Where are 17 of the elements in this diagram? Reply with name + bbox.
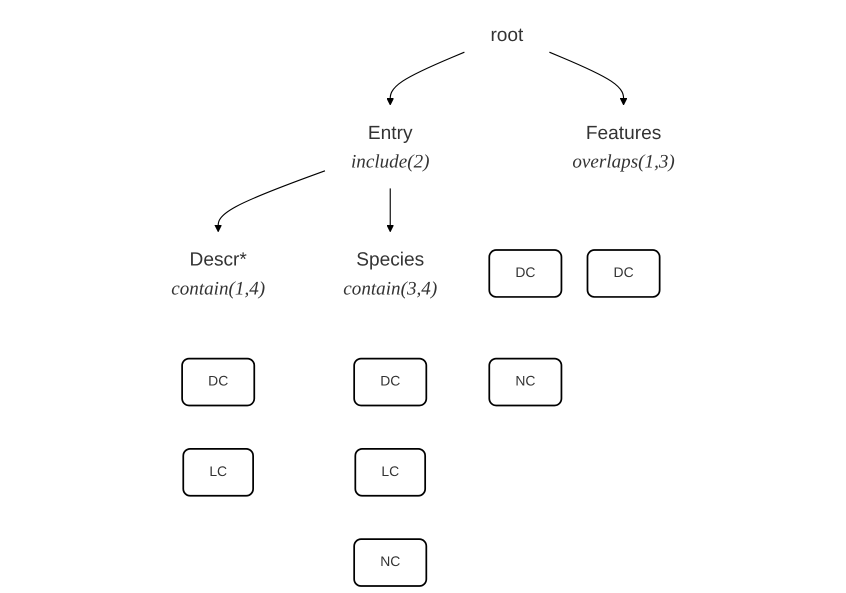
node-text: root — [490, 23, 524, 46]
arrow — [214, 170, 326, 232]
node-box: DC — [488, 249, 562, 298]
node-text: Features overlaps(1,3) — [572, 122, 675, 172]
node-box: NC — [353, 538, 428, 587]
arrow — [549, 52, 628, 106]
arrow — [386, 52, 465, 106]
node-box: DC — [353, 358, 428, 406]
node-box: DC — [181, 358, 256, 406]
node-text: Descr* contain(1,4) — [171, 248, 266, 299]
arrow — [386, 188, 394, 232]
node-box: DC — [586, 249, 661, 298]
node-text: Entry include(2) — [350, 122, 430, 172]
node-box: LC — [182, 448, 254, 497]
node-box: LC — [354, 448, 426, 497]
node-box: NC — [488, 358, 562, 406]
node-text: Species contain(3,4) — [343, 248, 438, 299]
